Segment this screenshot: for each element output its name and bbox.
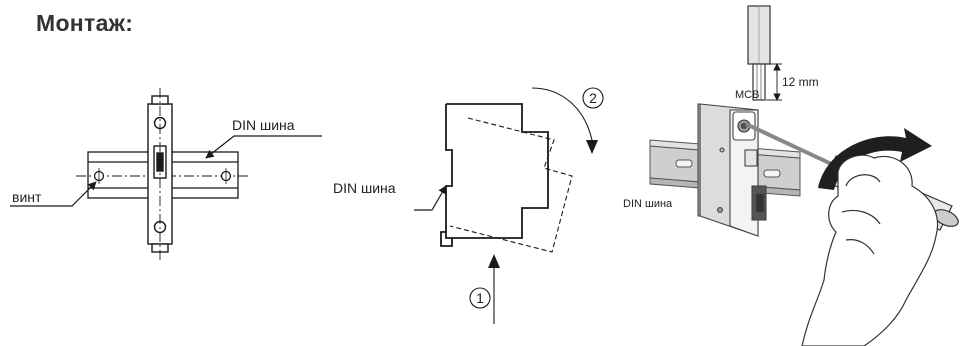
rotation-arrow	[531, 87, 593, 141]
figure-wiring: 12 mm MCB DIN шина	[623, 5, 959, 346]
figure-front-view: DIN шина винт	[10, 88, 322, 262]
label-din-rail-side: DIN шина	[333, 180, 396, 196]
screw-hole-right	[220, 168, 232, 184]
cable	[747, 5, 771, 101]
label-mcb: MCB	[735, 89, 759, 101]
mcb-profile-rotated	[449, 117, 573, 253]
label-strip-length: 12 mm	[782, 75, 819, 89]
mcb-front	[147, 88, 173, 262]
rotation-arrowhead	[586, 140, 598, 154]
label-din-rail-3d: DIN шина	[623, 198, 673, 210]
mcb-3d	[697, 103, 767, 237]
page-title: Монтаж:	[36, 10, 134, 36]
screwdriver-shaft	[745, 122, 841, 170]
push-arrowhead	[488, 254, 500, 268]
leader-rail-front	[205, 135, 322, 159]
label-screw: винт	[12, 189, 42, 205]
tighten-arrow	[818, 128, 932, 190]
step-2-badge	[582, 87, 604, 109]
step-2-label: 2	[589, 90, 597, 106]
step-1-badge	[469, 287, 491, 309]
figure-side-view: 2 1 DIN шина	[333, 87, 604, 324]
screw-hole-left	[93, 168, 105, 184]
label-din-rail-front: DIN шина	[232, 117, 295, 133]
leader-screw	[10, 181, 97, 207]
step-1-label: 1	[476, 290, 484, 306]
strip-length-dimension	[766, 62, 782, 102]
leader-rail-side	[414, 185, 447, 211]
hand	[801, 154, 939, 346]
